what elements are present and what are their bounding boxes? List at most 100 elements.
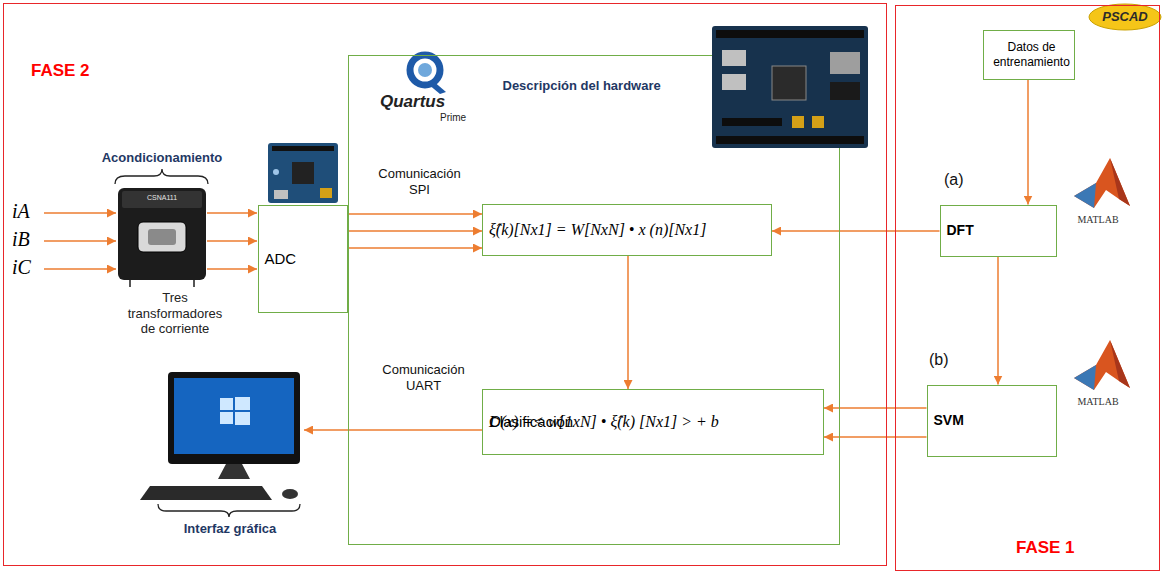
fpga-board <box>712 26 868 148</box>
matlab-logo <box>1074 158 1130 208</box>
fpga-board <box>812 116 824 128</box>
equation: D(x) =< w[1xN] • ξ̂(k) [Nx1] > + b <box>489 412 719 431</box>
signal-name: iB <box>12 227 30 251</box>
logo-text: MATLAB <box>1058 214 1138 226</box>
data-arrow <box>348 247 483 249</box>
computer-illustration <box>220 412 233 424</box>
data-arrow <box>997 257 999 385</box>
input-arrow <box>44 212 116 214</box>
computer-illustration <box>235 397 250 410</box>
logo-text: PSCAD <box>1090 9 1160 25</box>
fpga-board <box>830 82 860 100</box>
matlab-logo <box>1110 158 1130 206</box>
logo-text: Quartus <box>380 92 445 112</box>
link-label: Comunicación SPI <box>372 166 467 197</box>
region-title: Descripción del hardware <box>503 78 661 94</box>
fpga-board <box>716 30 864 38</box>
callout-letter: (a) <box>944 170 964 189</box>
current-transformer <box>118 188 206 280</box>
computer-illustration <box>220 398 233 410</box>
process-box: Datos de entrenamiento <box>983 30 1075 80</box>
quartus-logo <box>418 63 432 77</box>
signal-name: iA <box>12 199 30 223</box>
input-arrow <box>44 213 116 269</box>
current-transformer <box>118 188 206 287</box>
link-label: Comunicación UART <box>376 362 471 393</box>
region-title: FASE 1 <box>1016 538 1075 558</box>
matlab-logo <box>1074 183 1096 208</box>
matlab-logo <box>1074 158 1130 208</box>
adc-board <box>292 162 314 184</box>
signal-arrow <box>207 213 257 269</box>
signal-name: iC <box>12 255 31 279</box>
equation: ξ̂(k)[Nx1] = W[NxN] • x (n)[Nx1] <box>489 220 706 239</box>
data-arrow <box>348 230 483 232</box>
quartus-logo <box>428 80 446 94</box>
adc-board <box>268 143 338 203</box>
fpga-board <box>712 26 868 148</box>
current-transformer <box>129 280 131 287</box>
matlab-logo <box>1074 365 1096 390</box>
box-text: Datos de entrenamiento <box>990 40 1074 69</box>
matlab-logo <box>1074 340 1130 390</box>
adc-board <box>272 146 334 151</box>
fpga-board <box>722 118 782 126</box>
hardware-region: Descripción del hardware ξ̂(k)[Nx1] = W[N… <box>348 55 840 545</box>
section-label: Interfaz gráfica <box>150 521 310 537</box>
adc-board <box>320 188 332 198</box>
data-arrow <box>348 213 483 215</box>
matlab-logo <box>1110 340 1130 388</box>
logo-text: MATLAB <box>1058 396 1138 408</box>
data-arrow <box>772 230 940 232</box>
callout-letter: (b) <box>929 350 949 369</box>
process-box: DFT <box>940 205 1057 257</box>
adc-board <box>274 190 288 199</box>
part-caption: Tres transformadores de corriente <box>119 290 231 337</box>
process-box: ADC <box>258 205 348 313</box>
computer-illustration <box>174 378 294 454</box>
adc-board <box>273 169 279 175</box>
signal-arrow <box>207 240 257 242</box>
part-marking: CSNA111 <box>124 194 200 202</box>
input-arrow <box>44 240 116 242</box>
data-arrow <box>627 256 629 389</box>
current-transformer <box>148 229 176 245</box>
fpga-board <box>772 66 806 100</box>
region-title: FASE 2 <box>31 61 90 81</box>
current-transformer <box>122 191 202 208</box>
box-text: DFT <box>947 222 974 239</box>
input-arrow <box>44 268 116 270</box>
quartus-logo <box>410 55 440 85</box>
pscad-logo <box>1089 4 1161 30</box>
computer-illustration <box>235 412 250 425</box>
current-transformer <box>193 280 195 287</box>
fpga-board <box>792 116 804 128</box>
fpga-board <box>722 50 746 66</box>
quartus-logo <box>410 55 446 94</box>
uart-arrow <box>304 429 483 431</box>
computer-illustration <box>140 372 300 500</box>
computer-illustration <box>282 489 298 499</box>
fpga-board <box>722 74 746 90</box>
computer-illustration <box>168 372 300 464</box>
adc-board <box>268 143 338 203</box>
process-box: ClasificaciónD(x) =< w[1xN] • ξ̂(k) [Nx1… <box>482 389 824 455</box>
equation-box: ξ̂(k)[Nx1] = W[NxN] • x (n)[Nx1] <box>482 204 772 256</box>
box-text: SVM <box>934 412 964 429</box>
computer-illustration <box>218 464 250 479</box>
bracket <box>158 504 300 517</box>
logo-text: Prime <box>440 112 466 124</box>
data-arrow <box>1027 80 1029 205</box>
signal-arrow <box>207 212 257 214</box>
phase-region: FASE 2 ADC Descripción del hardware ξ̂(k)[N… <box>3 3 887 566</box>
fpga-board <box>716 136 864 144</box>
bracket <box>115 169 208 184</box>
current-transformer <box>138 222 186 252</box>
computer-illustration <box>140 486 272 500</box>
phase-region: FASE 1 Datos de entrenamientoDFT SVM <box>895 5 1160 571</box>
matlab-logo <box>1074 340 1130 390</box>
box-text: ADC <box>265 250 297 268</box>
section-label: Acondicionamiento <box>94 150 230 166</box>
signal-arrow <box>207 268 257 270</box>
process-box: SVM <box>927 385 1057 457</box>
